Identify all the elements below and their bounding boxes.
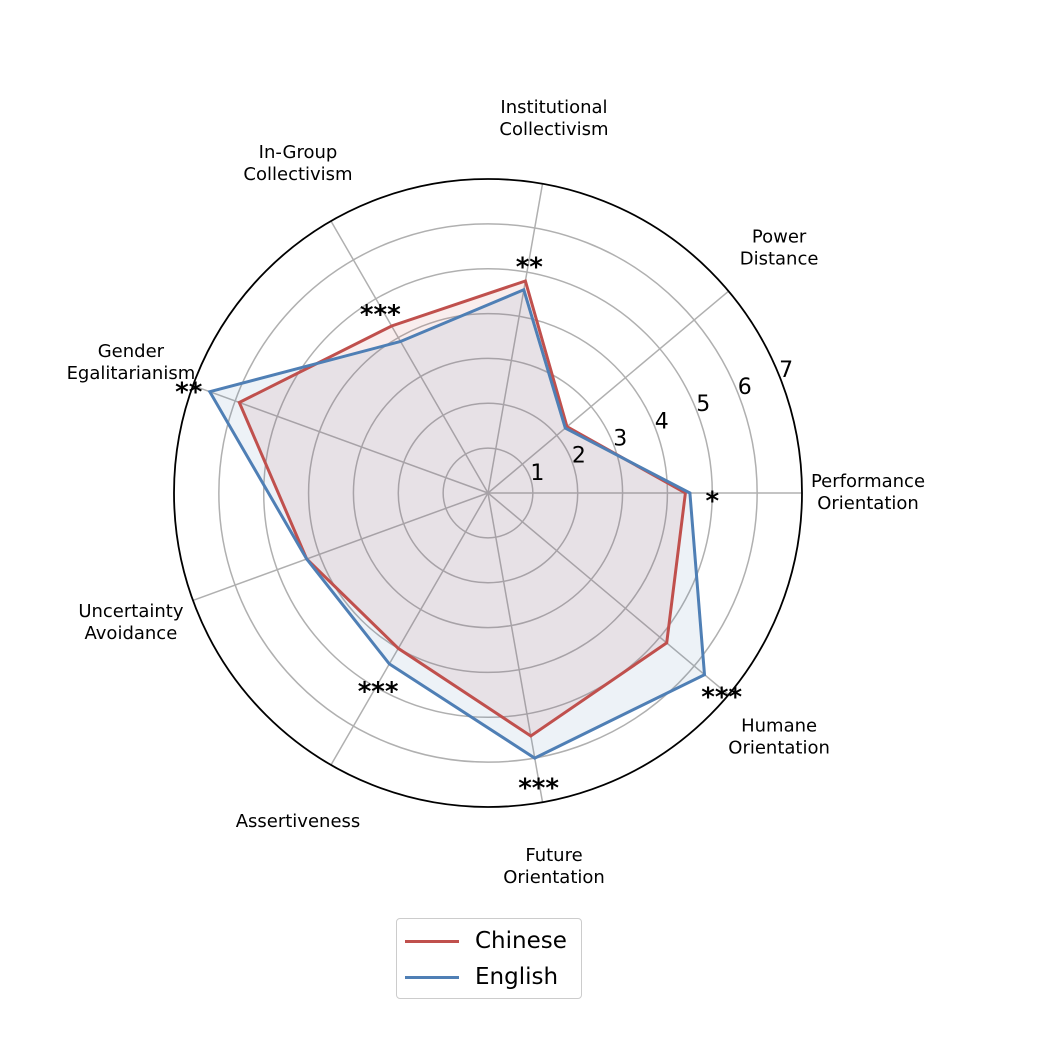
legend-item-chinese: Chinese: [405, 927, 567, 955]
spoke-6: [330, 492, 489, 766]
significance-8: ***: [701, 683, 742, 713]
legend-swatch-chinese: [405, 939, 459, 943]
series-line-chinese: [237, 279, 688, 738]
radial-tick-1: 1: [530, 461, 544, 486]
legend-swatch-english: [405, 975, 459, 979]
radial-tick-6: 6: [738, 375, 752, 400]
spoke-1: [487, 290, 730, 494]
radial-tick-5: 5: [696, 392, 710, 417]
legend-label-english: English: [475, 964, 559, 990]
spoke-4: [192, 384, 489, 494]
radial-tick-7: 7: [779, 358, 793, 383]
significance-7: ***: [518, 774, 559, 804]
radar-grid: [173, 178, 803, 808]
significance-2: **: [516, 252, 544, 282]
spoke-2: [487, 183, 544, 494]
spoke-3: [330, 220, 489, 494]
spoke-5: [192, 492, 489, 602]
axis-label-6: Assertiveness: [236, 811, 361, 832]
outer-frame: [173, 178, 803, 808]
significance-3: ***: [360, 300, 401, 330]
radar-series: [207, 279, 707, 760]
significance-6: ***: [358, 677, 399, 707]
series-fill-chinese: [239, 281, 686, 736]
radial-tick-2: 2: [572, 444, 586, 469]
radial-tick-3: 3: [613, 427, 627, 452]
series-line-english: [207, 287, 707, 760]
spoke-8: [487, 492, 730, 696]
radial-tick-4: 4: [655, 409, 669, 434]
legend: Chinese English: [396, 918, 582, 999]
spoke-7: [487, 492, 544, 803]
legend-item-english: English: [405, 963, 558, 991]
significance-4: **: [175, 378, 203, 408]
series-fill-english: [209, 289, 705, 759]
legend-label-chinese: Chinese: [475, 928, 567, 954]
significance-0: *: [705, 487, 719, 517]
